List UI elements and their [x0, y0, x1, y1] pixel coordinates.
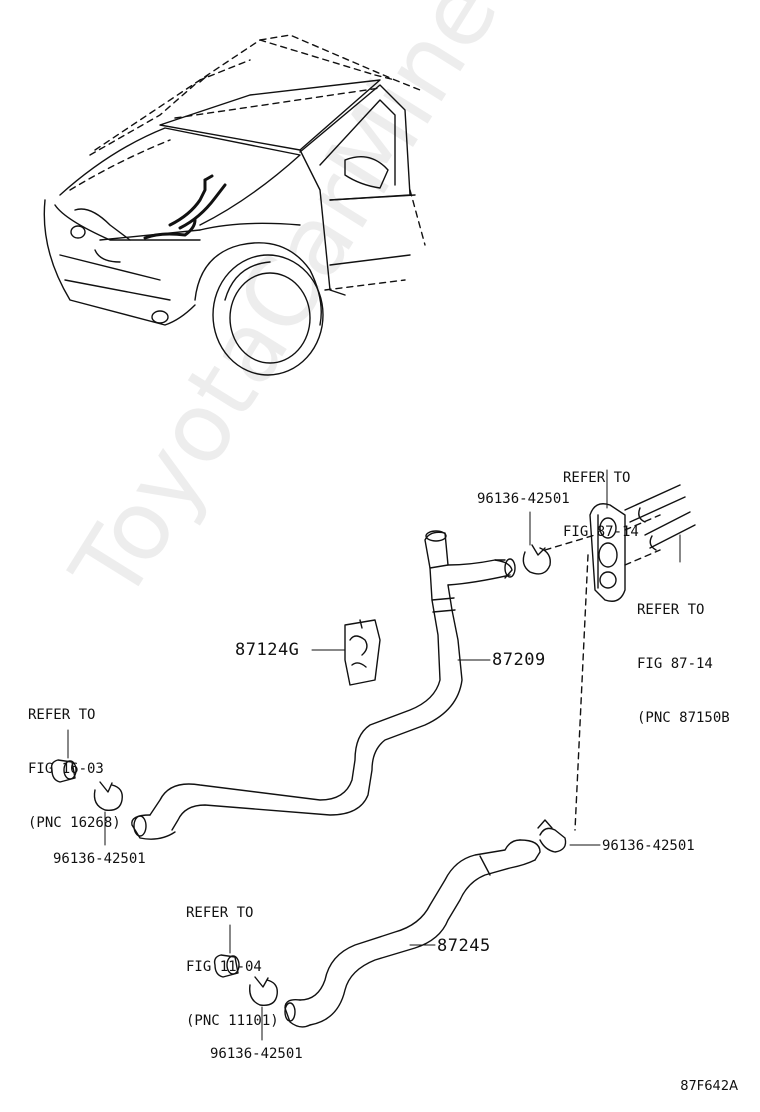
ref-top-valve-line1: REFER TO [563, 470, 631, 486]
ref-pipes-right-line3: (PNC 87150B [637, 710, 730, 726]
ref-heater-inlet-line1: REFER TO [28, 707, 96, 723]
part-87245-label: 87245 [437, 936, 491, 956]
clamp-top-drawing [522, 511, 551, 575]
ref-heater-inlet-line2: FIG 16-03 [28, 761, 104, 777]
ref-engine-outlet-line2: FIG 11-04 [186, 959, 262, 975]
ref-heater-inlet-line3: (PNC 16268) [28, 815, 121, 831]
ref-engine-outlet: REFER TO FIG 11-04 (PNC 11101) [186, 868, 279, 1066]
ref-pipes-right-line2: FIG 87-14 [637, 656, 713, 672]
valve-assembly [544, 469, 696, 831]
ref-top-valve-line2: FIG 87-14 [563, 524, 639, 540]
ref-pipes-right: REFER TO FIG 87-14 (PNC 87150B [637, 565, 730, 763]
heater-inlet-drawing [50, 729, 123, 846]
clamp-right-label: 96136-42501 [602, 838, 695, 854]
clamp-left-label: 96136-42501 [53, 851, 146, 867]
clamp-bottom-label: 96136-42501 [210, 1046, 303, 1062]
ref-top-valve: REFER TO FIG 87-14 [563, 433, 639, 577]
ref-pipes-right-line1: REFER TO [637, 602, 705, 618]
part-87124g-label: 87124G [235, 640, 300, 660]
engine-outlet-drawing [213, 924, 278, 1041]
clamp-87124g-drawing [311, 619, 381, 686]
hose-87245-drawing [284, 819, 601, 1028]
car-illustration [43, 34, 426, 376]
ref-heater-inlet: REFER TO FIG 16-03 (PNC 16268) [28, 670, 121, 868]
part-87209-label: 87209 [492, 650, 546, 670]
hose-87209-drawing [131, 530, 516, 840]
figure-code: 87F642A [680, 1079, 738, 1094]
ref-engine-outlet-line3: (PNC 11101) [186, 1013, 279, 1029]
ref-engine-outlet-line1: REFER TO [186, 905, 254, 921]
clamp-top-label: 96136-42501 [477, 491, 570, 507]
